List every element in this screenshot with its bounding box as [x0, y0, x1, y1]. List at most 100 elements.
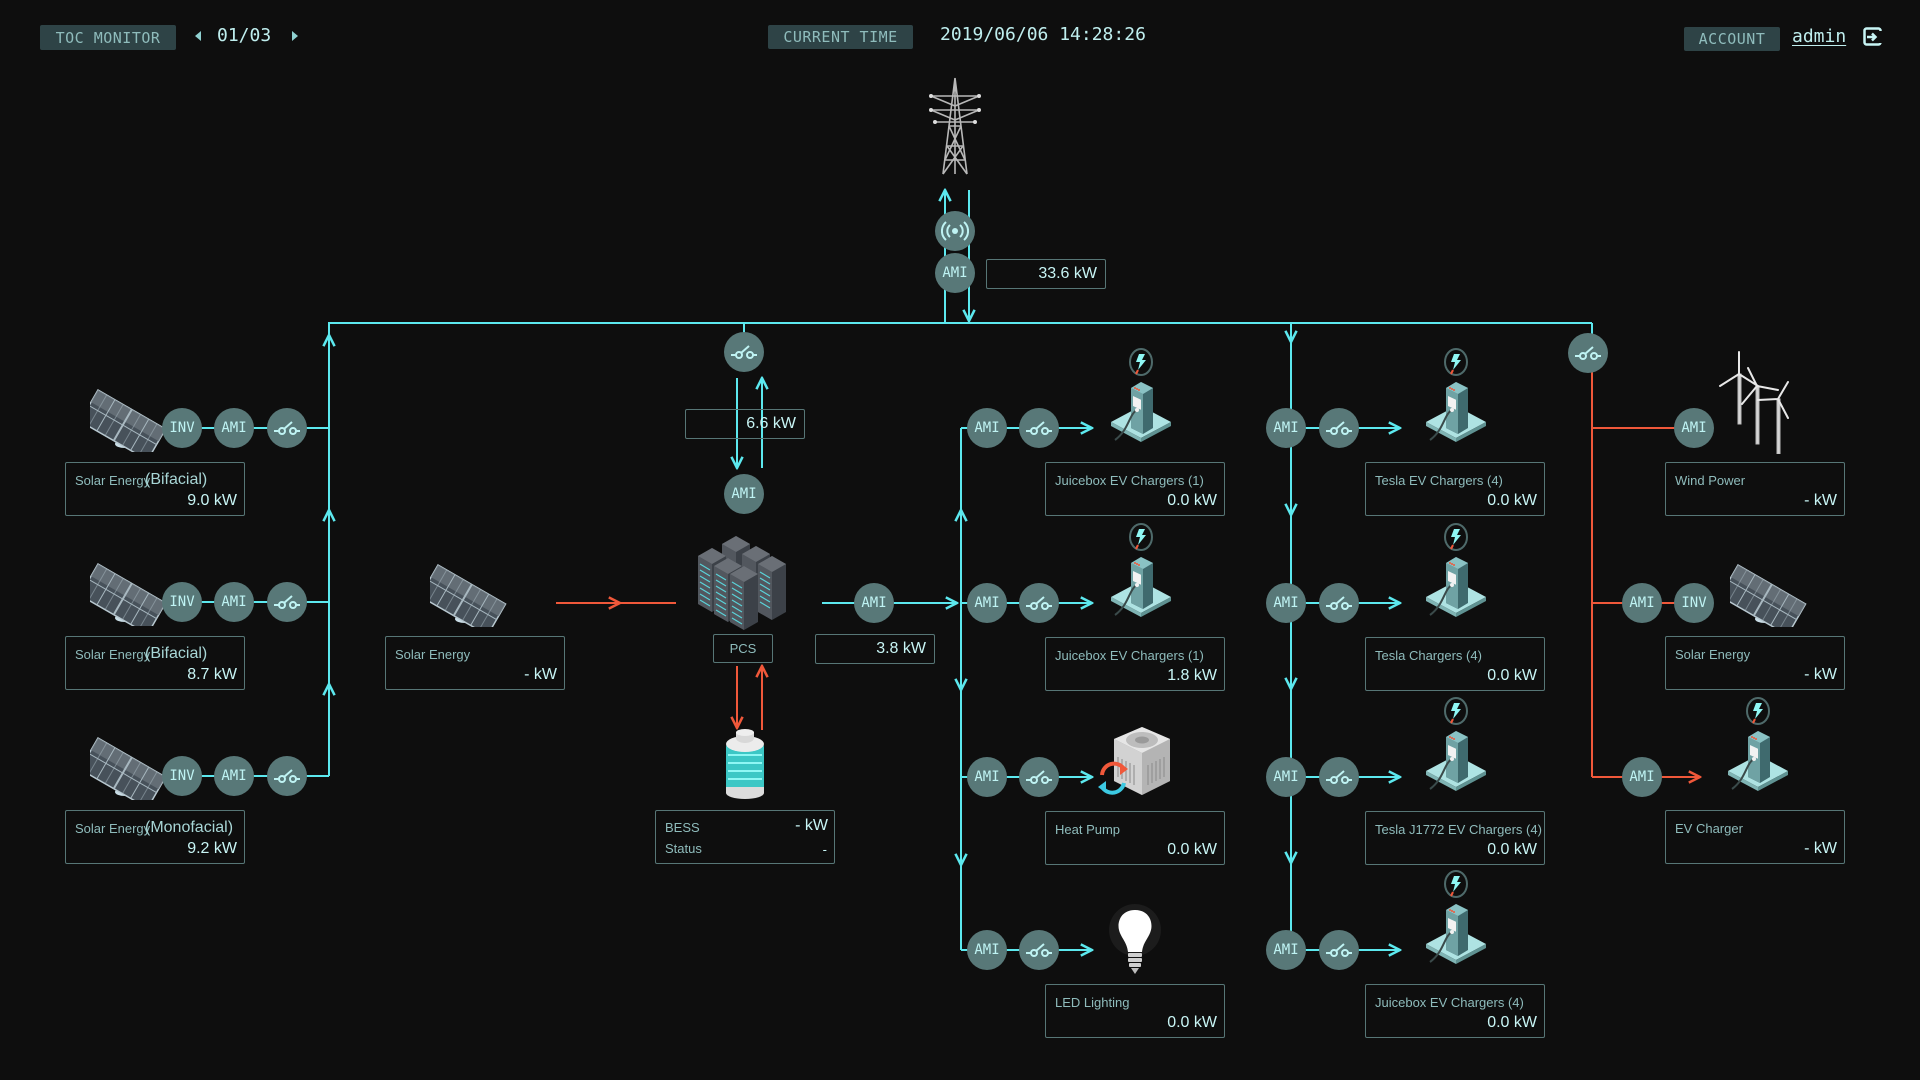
pcs-feed-power-value: 6.6 kW [746, 415, 796, 432]
load-card[interactable]: Juicebox EV Chargers (1)0.0 kW [1045, 462, 1225, 516]
ev-charger-icon [1728, 697, 1788, 791]
ev-charger-ami-node[interactable]: AMI [1622, 757, 1662, 797]
username-link[interactable]: admin [1792, 26, 1847, 47]
pcs-output-ami-node[interactable]: AMI [854, 583, 894, 623]
caret-right-icon[interactable] [290, 30, 300, 42]
inv-label: INV [1681, 595, 1707, 611]
solar-ami-node[interactable]: AMI [214, 582, 254, 622]
ev-charger-icon [1722, 697, 1796, 806]
inv-label: INV [169, 768, 195, 784]
card-label: Wind Power [1675, 473, 1746, 488]
ami-label: AMI [861, 595, 887, 611]
load-ami-node[interactable]: AMI [1266, 757, 1306, 797]
load-ami-node[interactable]: AMI [1266, 408, 1306, 448]
caret-left-icon[interactable] [193, 30, 203, 42]
card-value: 0.0 kW [1487, 841, 1537, 858]
solar-ami-node[interactable]: AMI [214, 756, 254, 796]
card-label: Tesla J1772 EV Chargers (4) [1375, 822, 1542, 837]
solar-panel-icon [418, 563, 507, 637]
wind-power-card[interactable]: Wind Power- kW [1665, 462, 1845, 516]
load-ami-node[interactable]: AMI [967, 757, 1007, 797]
switch-icon [1575, 346, 1601, 360]
card-value: 9.2 kW [187, 840, 237, 857]
wind-ami-node[interactable]: AMI [1674, 408, 1714, 448]
solar-inverter-node[interactable]: INV [162, 756, 202, 796]
wind-turbine-icon [1719, 351, 1789, 454]
solar-inverter-node[interactable]: INV [162, 582, 202, 622]
pcs-label: PCS [729, 641, 757, 656]
microgrid-switch-node[interactable] [1568, 333, 1608, 373]
storage-ami-node[interactable]: AMI [724, 474, 764, 514]
switch-icon [274, 421, 300, 435]
card-label: Solar Energy [1675, 647, 1751, 662]
microgrid-solar-inverter-node[interactable]: INV [1674, 583, 1714, 623]
solar-switch-node[interactable] [267, 756, 307, 796]
storage-switch-node[interactable] [724, 332, 764, 372]
card-value: 0.0 kW [1487, 667, 1537, 684]
battery-icon [726, 729, 764, 799]
load-switch-node[interactable] [1319, 408, 1359, 448]
ev-charger-icon [1426, 870, 1486, 964]
card-label: Solar Energy [75, 473, 151, 488]
switch-icon [1026, 421, 1052, 435]
solar-panel-icon [78, 388, 167, 462]
load-card[interactable]: Tesla J1772 EV Chargers (4) 0.0 kW [1365, 811, 1545, 865]
load-ami-node[interactable]: AMI [1266, 583, 1306, 623]
ami-label: AMI [221, 420, 247, 436]
load-ami-node[interactable]: AMI [967, 930, 1007, 970]
grid-meter-node[interactable] [935, 211, 975, 251]
load-switch-node[interactable] [1319, 583, 1359, 623]
pcs-server-rack-icon [698, 536, 786, 630]
solar-panel-icon [78, 562, 167, 636]
ev-charger-icon [1420, 523, 1494, 632]
microgrid-solar-card[interactable]: Solar Energy- kW [1665, 636, 1845, 690]
load-switch-node[interactable] [1019, 583, 1059, 623]
card-label: EV Charger [1675, 821, 1743, 836]
load-card[interactable]: Tesla EV Chargers (4)0.0 kW [1365, 462, 1545, 516]
card-sub-label: (Monofacial) [145, 819, 234, 836]
load-switch-node[interactable] [1019, 408, 1059, 448]
power-tower-icon [929, 77, 981, 175]
bess-card[interactable]: BESS - kW Status - [655, 810, 835, 864]
load-ami-node[interactable]: AMI [967, 408, 1007, 448]
load-card[interactable]: Juicebox EV Chargers (4)0.0 kW [1365, 984, 1545, 1038]
grid-power-readout: 33.6 kW [986, 259, 1106, 289]
load-switch-node[interactable] [1319, 930, 1359, 970]
ev-charger-icon [1111, 348, 1171, 442]
load-card[interactable]: Juicebox EV Chargers (1)1.8 kW [1045, 637, 1225, 691]
load-ami-node[interactable]: AMI [967, 583, 1007, 623]
solar-inverter-node[interactable]: INV [162, 408, 202, 448]
wireless-signal-icon [941, 221, 969, 241]
load-card[interactable]: Tesla Chargers (4)0.0 kW [1365, 637, 1545, 691]
solar-ami-node[interactable]: AMI [214, 408, 254, 448]
card-value: 0.0 kW [1487, 492, 1537, 509]
solar-panel-icon [78, 554, 176, 636]
switch-icon [1326, 596, 1352, 610]
ami-label: AMI [942, 265, 968, 281]
solar-switch-node[interactable] [267, 408, 307, 448]
load-switch-node[interactable] [1319, 757, 1359, 797]
load-switch-node[interactable] [1019, 757, 1059, 797]
logout-icon[interactable] [1863, 27, 1883, 47]
heat-pump-icon [1098, 725, 1176, 810]
light-bulb-icon [1109, 904, 1161, 974]
solar-switch-node[interactable] [267, 582, 307, 622]
storage-solar-card[interactable]: Solar Energy - kW [385, 636, 565, 690]
load-switch-node[interactable] [1019, 930, 1059, 970]
microgrid-solar-ami-node[interactable]: AMI [1622, 583, 1662, 623]
app-title: TOC MONITOR [55, 28, 161, 47]
bess-value: - kW [795, 817, 828, 834]
ami-label: AMI [1681, 420, 1707, 436]
rack [698, 536, 786, 630]
switch-icon [1326, 770, 1352, 784]
current-time-label: CURRENT TIME [783, 28, 898, 46]
grid-ami-node[interactable]: AMI [935, 253, 975, 293]
load-ami-node[interactable]: AMI [1266, 930, 1306, 970]
ami-label: AMI [974, 420, 1000, 436]
ev-charger-card[interactable]: EV Charger- kW [1665, 810, 1845, 864]
